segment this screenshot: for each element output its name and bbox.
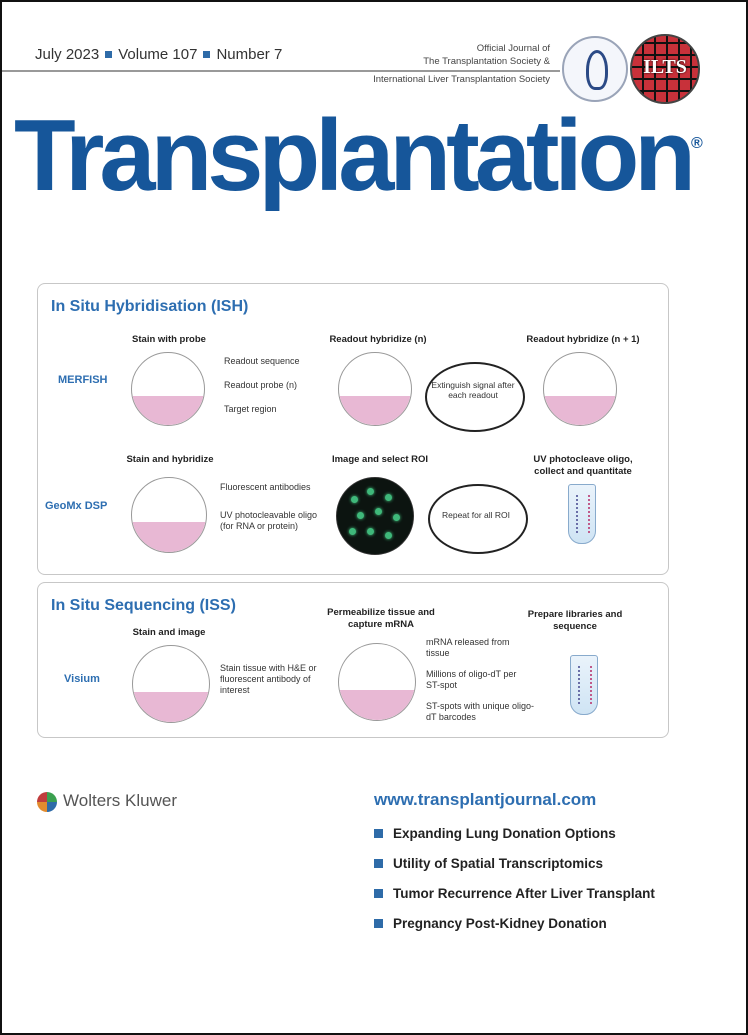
header-stain-probe: Stain with probe <box>132 334 206 345</box>
note-target-region: Target region <box>224 404 277 414</box>
header-readout-n1: Readout hybridize (n + 1) <box>526 334 640 345</box>
geomx-label: GeoMx DSP <box>45 500 108 512</box>
header-permeabilize: Permeabilize tissue and capture mRNA <box>327 607 435 630</box>
note-stain-tissue: Stain tissue with H&E or fluorescent ant… <box>220 663 317 695</box>
toc-item: Expanding Lung Donation Options <box>374 826 655 856</box>
collection-tube-icon <box>568 484 596 544</box>
bullet-square-icon <box>374 918 383 928</box>
toc-item: Pregnancy Post-Kidney Donation <box>374 916 655 946</box>
note-readout-sequence: Readout sequence <box>224 356 300 366</box>
publisher-logo: Wolters Kluwer <box>37 791 177 812</box>
extinguish-loop-arrow <box>425 362 525 432</box>
library-tube-icon <box>570 655 598 715</box>
repeat-loop-arrow <box>428 484 528 554</box>
registered-mark: ® <box>690 135 703 152</box>
table-of-contents: Expanding Lung Donation Options Utility … <box>374 826 655 946</box>
header-stain-image: Stain and image <box>132 627 206 638</box>
capture-mrna-dish <box>338 643 416 721</box>
loop-repeat-text: Repeat for all ROI <box>441 510 511 520</box>
official-journal-society: International Liver Transplantation Soci… <box>373 74 550 85</box>
visium-label: Visium <box>64 673 100 685</box>
stain-hybridize-dish <box>131 477 207 553</box>
header-prepare-libraries: Prepare libraries and sequence <box>527 609 623 632</box>
stain-probe-dish <box>131 352 205 426</box>
ish-title: In Situ Hybridisation (ISH) <box>51 298 249 315</box>
publisher-name: Wolters Kluwer <box>63 791 177 810</box>
bullet-square-icon <box>203 51 211 59</box>
note-millions-oligo: Millions of oligo-dT per ST-spot <box>426 669 517 690</box>
bullet-square-icon <box>374 888 383 898</box>
header-image-roi: Image and select ROI <box>331 454 429 465</box>
header-readout-n: Readout hybridize (n) <box>329 334 427 345</box>
bullet-square-icon <box>374 828 383 838</box>
toc-item: Tumor Recurrence After Liver Transplant <box>374 886 655 916</box>
bullet-square-icon <box>374 858 383 868</box>
readout-n1-dish <box>543 352 617 426</box>
merfish-label: MERFISH <box>58 374 108 386</box>
iss-panel: In Situ Sequencing (ISS) Stain and image… <box>37 582 669 738</box>
ilts-seal-icon: ILTS <box>630 34 700 104</box>
iss-title: In Situ Sequencing (ISS) <box>51 597 236 614</box>
issue-volume: Volume 107 <box>118 46 198 63</box>
website-link[interactable]: www.transplantjournal.com <box>374 790 597 809</box>
note-mrna-released: mRNA released from tissue <box>426 637 510 658</box>
issue-line: July 2023 Volume 107 Number 7 <box>35 46 282 63</box>
issue-number: Number 7 <box>216 46 283 63</box>
readout-n-dish <box>338 352 412 426</box>
header-rule <box>2 70 560 72</box>
wolters-kluwer-logo-icon <box>37 791 57 812</box>
note-fluorescent-antibodies: Fluorescent antibodies <box>220 482 311 492</box>
ilts-seal-text: ILTS <box>643 56 687 78</box>
journal-title: Transplantation <box>14 100 696 212</box>
roi-image-dish <box>336 477 414 555</box>
ish-panel: In Situ Hybridisation (ISH) Stain with p… <box>37 283 669 575</box>
bullet-square-icon <box>105 51 113 59</box>
loop-extinguish-text: Extinguish signal after each readout <box>431 380 515 400</box>
header-stain-hybridize: Stain and hybridize <box>126 454 214 465</box>
note-st-spots: ST-spots with unique oligo-dT barcodes <box>426 701 535 722</box>
journal-masthead: Transplantation® <box>14 106 703 207</box>
note-readout-probe: Readout probe (n) <box>224 380 298 390</box>
visium-tissue-dish <box>132 645 210 723</box>
toc-item: Utility of Spatial Transcriptomics <box>374 856 655 886</box>
transplantation-society-seal-icon <box>562 36 628 102</box>
header-uv-photocleave: UV photocleave oligo, collect and quanti… <box>533 454 633 477</box>
issue-date: July 2023 <box>35 46 100 63</box>
official-journal-text: Official Journal of The Transplantation … <box>423 43 550 67</box>
note-uv-oligo: UV photocleavable oligo (for RNA or prot… <box>220 510 318 531</box>
